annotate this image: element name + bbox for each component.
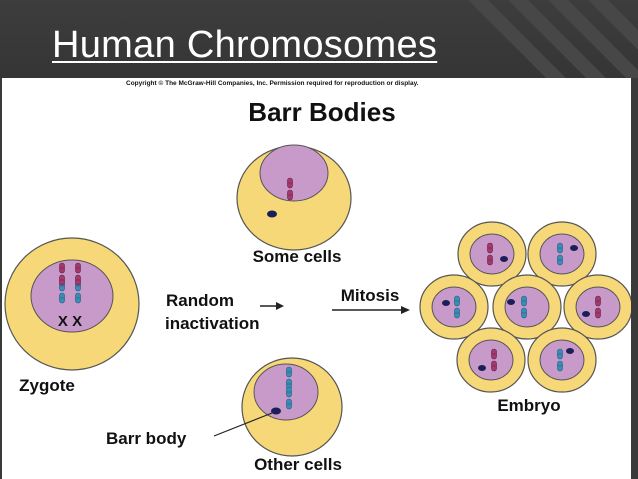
slide-header: Human Chromosomes (0, 0, 638, 78)
arrow-to-random (260, 302, 284, 310)
some-cells-cell (236, 144, 352, 251)
random-label: Random (166, 291, 234, 310)
slide-title: Human Chromosomes (52, 24, 438, 66)
embryo-cell-top-right (527, 221, 597, 287)
embryo-cell-cluster (419, 221, 631, 393)
embryo-cell-mid-right (563, 274, 631, 340)
embryo-label: Embryo (497, 396, 560, 415)
barr-body-dot (267, 210, 277, 218)
xx-label: X X (58, 313, 82, 330)
arrow-to-embryo (332, 306, 410, 314)
barr-body-label: Barr body (106, 429, 187, 448)
inactivation-label: inactivation (165, 314, 259, 333)
embryo-cell-bottom-left (456, 327, 526, 393)
some-cells-label: Some cells (253, 247, 342, 266)
embryo-cell-center (492, 274, 562, 340)
barr-bodies-diagram: Copyright © The McGraw-Hill Companies, I… (4, 79, 631, 474)
barr-body-pointer (213, 412, 273, 437)
other-cells-label: Other cells (254, 455, 342, 474)
diagram-heading: Barr Bodies (248, 97, 395, 127)
mitosis-label: Mitosis (341, 286, 400, 305)
zygote-cell (4, 237, 140, 371)
other-cells-cell (241, 357, 343, 457)
embryo-cell-mid-left (419, 274, 489, 340)
embryo-cell-top-left (457, 221, 527, 287)
copyright-notice: Copyright © The McGraw-Hill Companies, I… (126, 79, 419, 87)
embryo-cell-bottom-right (527, 327, 597, 393)
barr-bodies-figure: Copyright © The McGraw-Hill Companies, I… (2, 78, 631, 479)
header-stripes-decoration (468, 0, 638, 78)
barr-body-dot (271, 407, 281, 415)
zygote-label: Zygote (19, 376, 75, 395)
